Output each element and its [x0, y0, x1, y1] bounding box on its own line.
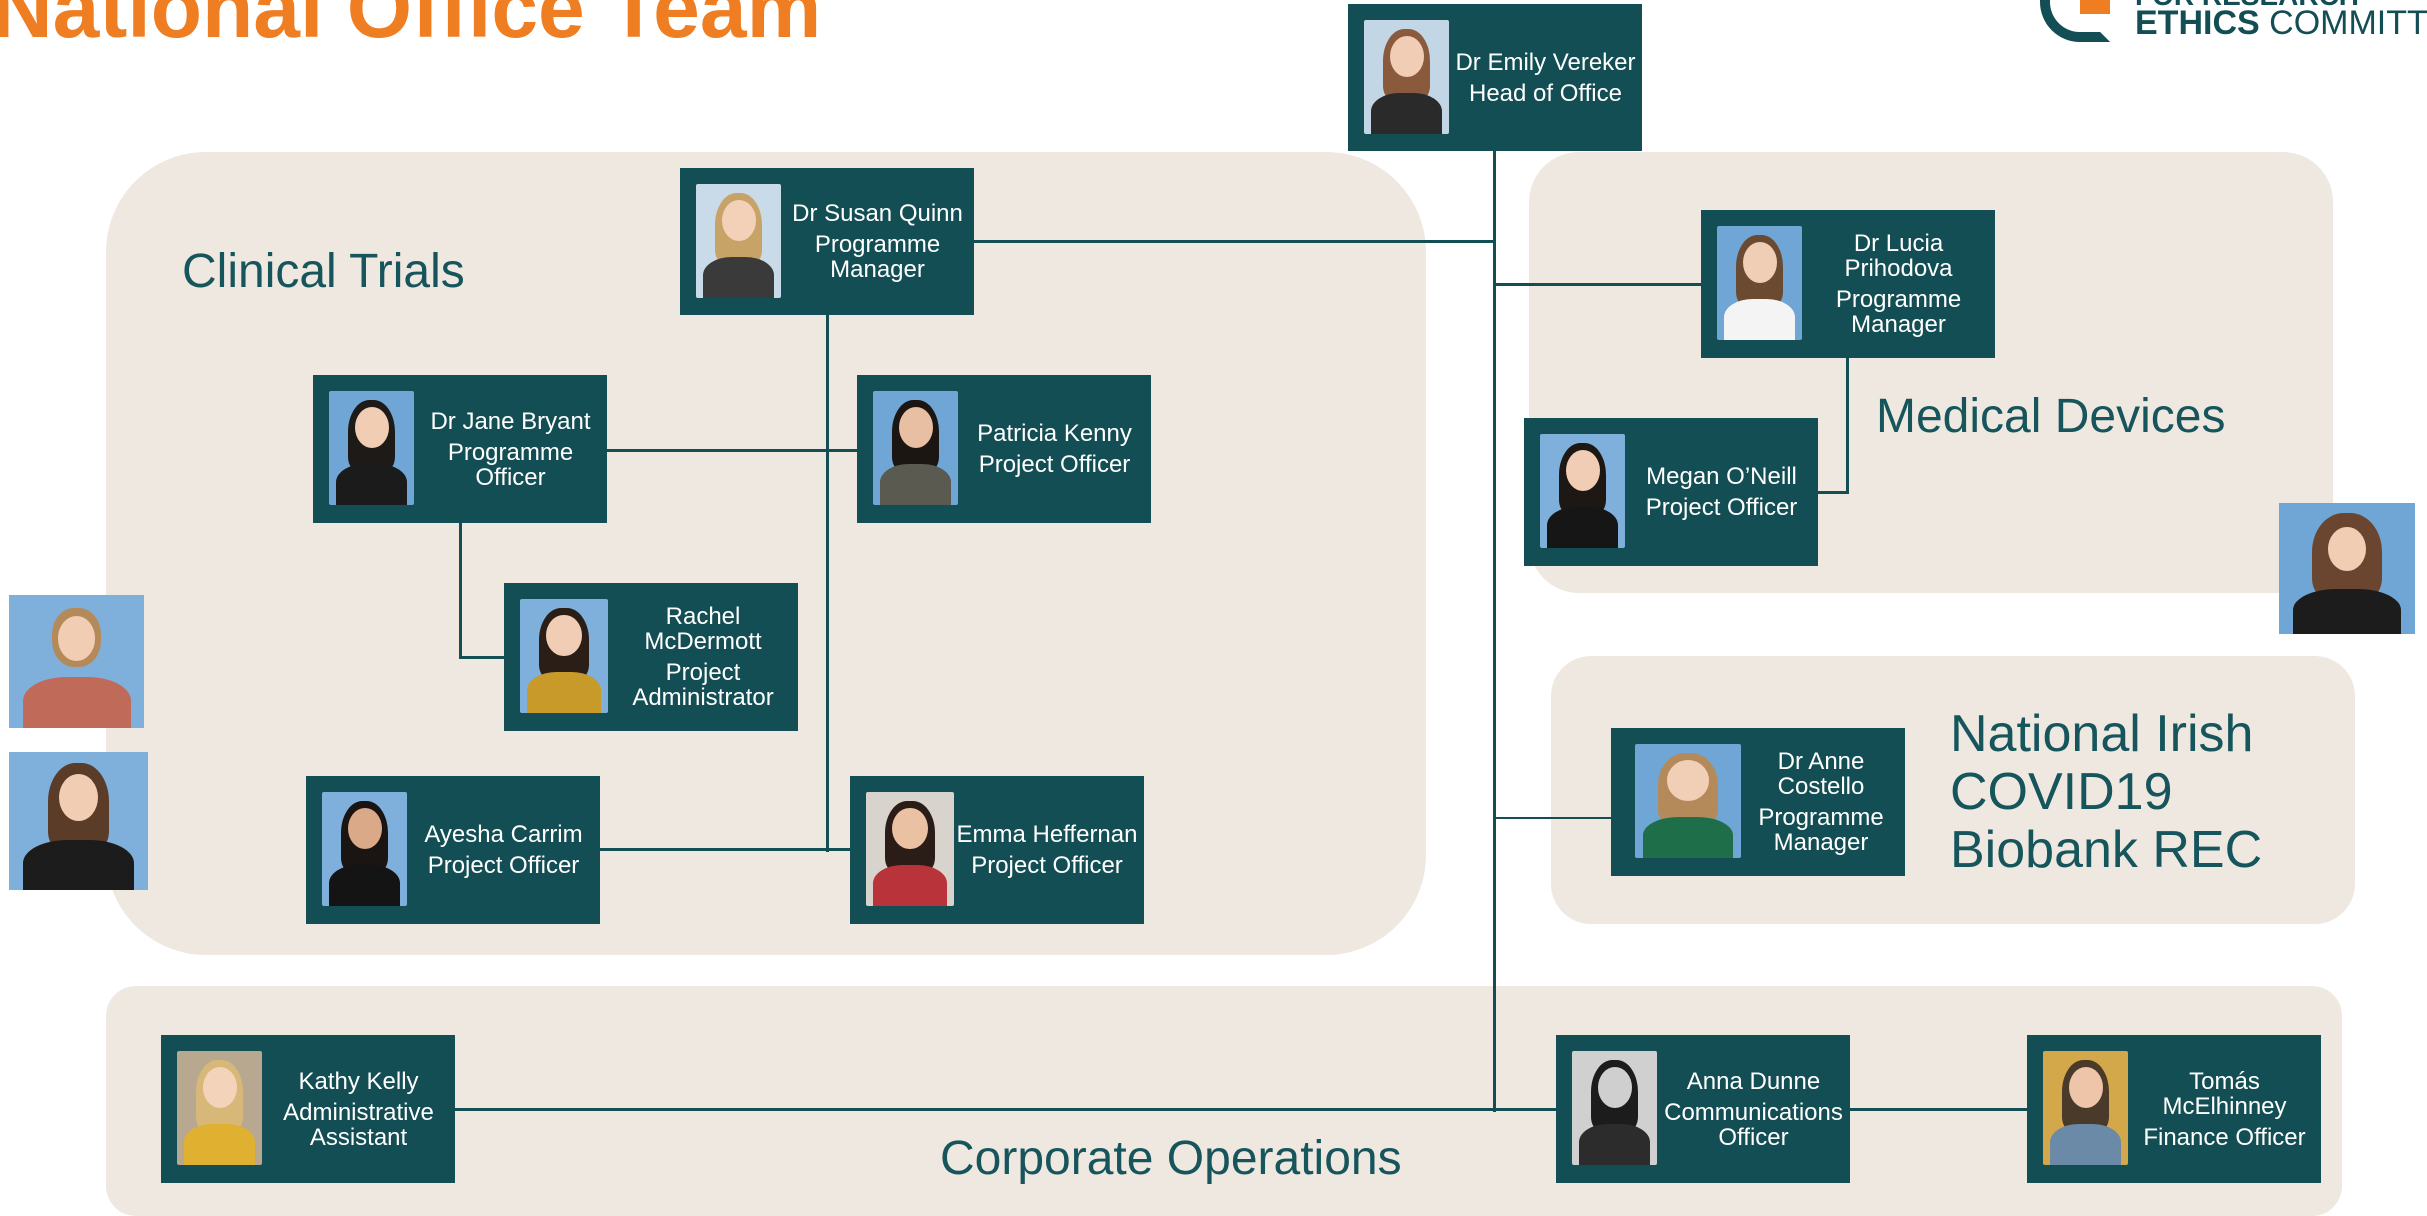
- portrait-photo-icon: [696, 184, 781, 298]
- portrait-photo-icon: [329, 391, 414, 505]
- person-role: Communications Officer: [1664, 1098, 1843, 1151]
- person-role: Project Officer: [1645, 494, 1798, 521]
- person-role: Head of Office: [1469, 79, 1622, 107]
- portrait-photo-icon: [9, 752, 148, 890]
- biobank-label-line3: Biobank REC: [1950, 821, 2263, 879]
- biobank-label-line1: National Irish: [1950, 705, 2254, 763]
- portrait-photo-icon: [1717, 226, 1802, 340]
- person-name: Anna Dunne: [1686, 1067, 1821, 1095]
- connector-line: [1493, 817, 1611, 819]
- person-name: Emma Heffernan: [956, 821, 1138, 848]
- person-role: Programme Officer: [447, 438, 574, 491]
- person-role: Programme Manager: [1835, 286, 1962, 338]
- person-role: Project Administrator: [632, 659, 774, 711]
- person-role: Project Officer: [978, 451, 1131, 478]
- portrait-photo-icon: [322, 792, 407, 906]
- portrait-photo-icon: [866, 792, 954, 906]
- person-name: Dr Anne Costello: [1777, 748, 1865, 800]
- person-name: Dr Susan Quinn: [792, 200, 963, 227]
- connector-line: [1816, 491, 1849, 494]
- person-name: Megan O’Neill: [1646, 463, 1797, 490]
- person-name: Rachel McDermott: [644, 603, 762, 655]
- logo-line1: FOR RESEARCH: [2135, 0, 2359, 12]
- portrait-photo-icon: [873, 391, 958, 505]
- portrait-photo-icon: [520, 599, 608, 713]
- connector-line: [1846, 358, 1849, 493]
- person-role: Project Officer: [971, 852, 1123, 879]
- portrait-photo-icon: [9, 595, 144, 728]
- clinical-trials-label: Clinical Trials: [182, 245, 465, 298]
- portrait-photo-icon: [2043, 1051, 2128, 1165]
- person-name: Kathy Kelly: [298, 1067, 419, 1095]
- person-role: Finance Officer: [2143, 1123, 2306, 1151]
- biobank-label: National Irish COVID19 Biobank REC: [1950, 705, 2262, 879]
- person-role: Project Officer: [427, 852, 580, 879]
- corporate-section: [106, 986, 2342, 1216]
- portrait-photo-icon: [1540, 434, 1625, 548]
- person-name: Dr Jane Bryant: [430, 407, 591, 435]
- connector-line: [459, 656, 506, 659]
- logo: FOR RESEARCH ETHICS COMMITTEE: [2030, 0, 2427, 50]
- connector-line: [1493, 283, 1703, 286]
- person-role: Administrative Assistant: [283, 1098, 434, 1151]
- connector-line: [826, 315, 829, 852]
- connector-line: [973, 240, 1495, 243]
- page-title: National Office Team: [0, 0, 822, 55]
- logo-mark-icon: [2040, 0, 2110, 42]
- connector-line: [606, 449, 858, 452]
- person-name: Ayesha Carrim: [424, 821, 583, 848]
- person-role: Programme Manager: [814, 231, 941, 283]
- portrait-photo-icon: [1635, 744, 1741, 858]
- connector-line: [455, 1108, 2310, 1111]
- medical-devices-label: Medical Devices: [1876, 390, 2226, 443]
- person-role: Programme Manager: [1758, 804, 1884, 856]
- portrait-photo-icon: [1364, 20, 1449, 134]
- connector-line: [600, 848, 852, 851]
- corporate-operations-label: Corporate Operations: [940, 1132, 1402, 1185]
- portrait-photo-icon: [2279, 503, 2415, 634]
- person-name: Dr Lucia Prihodova: [1844, 230, 1953, 282]
- biobank-label-line2: COVID19: [1950, 763, 2173, 821]
- person-name: Patricia Kenny: [977, 420, 1132, 447]
- portrait-photo-icon: [177, 1051, 262, 1165]
- connector-line: [459, 523, 462, 658]
- connector-line: [1493, 150, 1496, 1112]
- portrait-photo-icon: [1572, 1051, 1657, 1165]
- logo-line2: ETHICS COMMITTEE: [2135, 4, 2427, 42]
- person-name: Dr Emily Vereker: [1455, 48, 1636, 76]
- person-name: Tomás McElhinney: [2162, 1067, 2287, 1120]
